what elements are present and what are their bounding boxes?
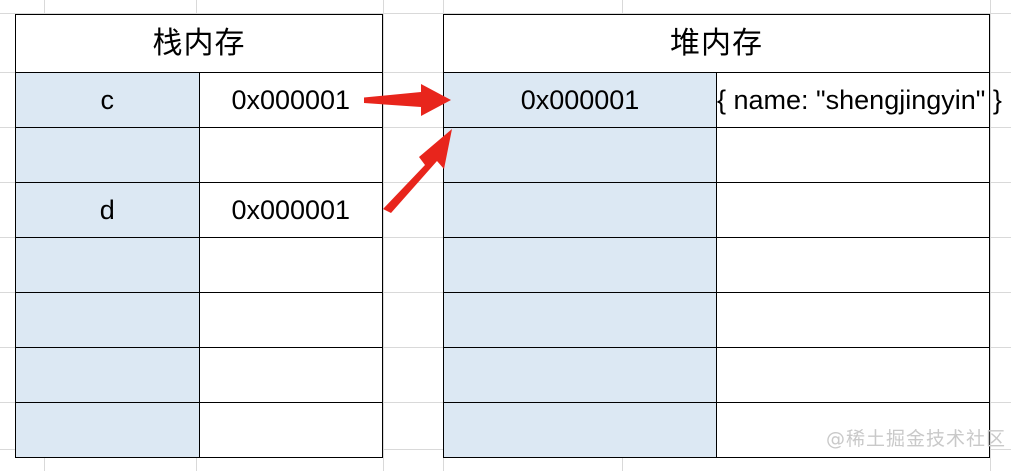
table-row bbox=[443, 127, 990, 183]
watermark-text: @稀土掘金技术社区 bbox=[826, 428, 1007, 450]
heap-value-cell bbox=[716, 402, 990, 458]
stack-var-name-cell bbox=[15, 402, 200, 458]
table-row: 0x000001 { name: "shengjingyin" } bbox=[443, 72, 1002, 128]
table-row: d 0x000001 bbox=[15, 182, 383, 238]
table-row bbox=[15, 347, 383, 403]
heap-value-cell bbox=[716, 127, 990, 183]
heap-address-cell bbox=[443, 127, 717, 183]
table-row bbox=[443, 402, 990, 458]
table-row bbox=[15, 127, 383, 183]
stack-var-address-cell bbox=[198, 402, 383, 458]
table-row bbox=[443, 182, 990, 238]
heap-value-cell bbox=[716, 182, 990, 238]
table-row bbox=[443, 292, 990, 348]
heap-table-title: 堆内存 bbox=[443, 14, 990, 73]
stack-var-address-cell bbox=[198, 292, 383, 348]
stack-var-address-cell: 0x000001 bbox=[198, 182, 383, 238]
stack-var-address-cell: 0x000001 bbox=[198, 72, 383, 128]
heap-value-cell bbox=[716, 237, 990, 293]
table-row bbox=[15, 292, 383, 348]
table-row bbox=[15, 402, 383, 458]
heap-table-header-row: 堆内存 bbox=[443, 14, 990, 73]
heap-address-cell: 0x000001 bbox=[443, 72, 717, 128]
stack-var-name-cell: d bbox=[15, 182, 200, 238]
heap-value-cell: { name: "shengjingyin" } bbox=[716, 72, 1002, 128]
stack-var-name-cell bbox=[15, 292, 200, 348]
stack-var-address-cell bbox=[198, 127, 383, 183]
stack-var-address-cell bbox=[198, 347, 383, 403]
stack-table-title: 栈内存 bbox=[15, 14, 383, 73]
heap-value-cell bbox=[716, 292, 990, 348]
stack-var-name-cell bbox=[15, 347, 200, 403]
heap-address-cell bbox=[443, 402, 717, 458]
table-row: c 0x000001 bbox=[15, 72, 383, 128]
stack-var-name-cell bbox=[15, 237, 200, 293]
table-row bbox=[15, 237, 383, 293]
stack-var-name-cell bbox=[15, 127, 200, 183]
stack-var-address-cell bbox=[198, 237, 383, 293]
arrow-d-to-heap-icon bbox=[383, 129, 452, 213]
stack-table-header-row: 栈内存 bbox=[15, 14, 383, 73]
heap-address-cell bbox=[443, 347, 717, 403]
stack-var-name-cell: c bbox=[15, 72, 200, 128]
heap-value-cell bbox=[716, 347, 990, 403]
heap-address-cell bbox=[443, 237, 717, 293]
heap-address-cell bbox=[443, 182, 717, 238]
stack-memory-table: 栈内存 c 0x000001 d 0x000001 bbox=[15, 14, 383, 458]
table-row bbox=[443, 237, 990, 293]
heap-memory-table: 堆内存 0x000001 { name: "shengjingyin" } bbox=[443, 14, 1002, 458]
heap-address-cell bbox=[443, 292, 717, 348]
table-row bbox=[443, 347, 990, 403]
